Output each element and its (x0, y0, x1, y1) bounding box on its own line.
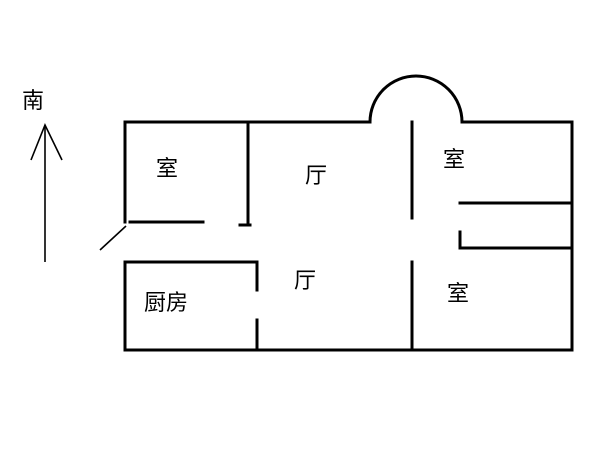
compass-label: 南 (22, 89, 44, 114)
hall-lower-label: 厅 (294, 269, 316, 294)
kitchen-label: 厨房 (144, 291, 188, 316)
interior-walls (123, 120, 574, 352)
room-bottom-right-label: 室 (447, 282, 469, 307)
outer-walls (123, 74, 574, 352)
room-top-right-label: 室 (443, 148, 465, 173)
entry-door-line (99, 225, 127, 251)
hall-upper-label: 厅 (305, 164, 327, 189)
bay-window (368, 74, 464, 124)
room-top-left-label: 室 (156, 157, 178, 182)
north-arrow-icon (30, 123, 63, 262)
